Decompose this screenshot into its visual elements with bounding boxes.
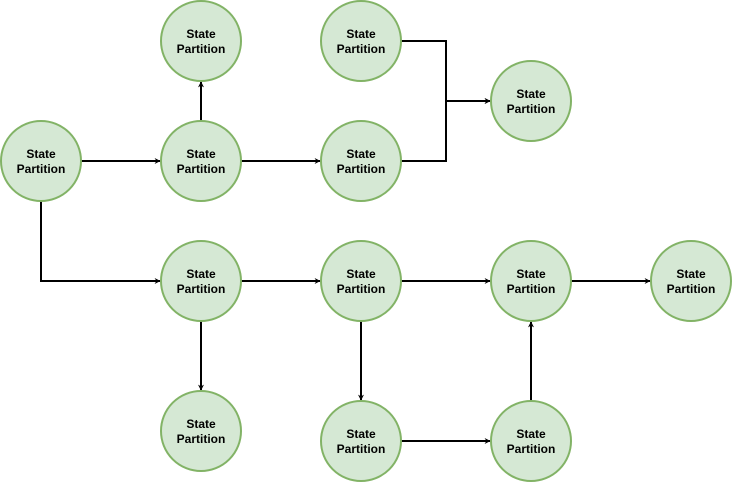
node-label-line1: State [346,27,376,41]
node-circle [320,240,402,322]
node-circle [320,120,402,202]
node-label-line1: State [186,267,216,281]
node-label-line2: Partition [337,162,386,176]
node-label-line1: State [186,147,216,161]
node-label-line2: Partition [177,162,226,176]
node-circle [160,0,242,82]
node-label-line2: Partition [17,162,66,176]
node-label-line1: State [516,427,546,441]
node-circle [490,400,572,482]
node-circle [160,120,242,202]
node-label-line2: Partition [337,442,386,456]
node-label-line2: Partition [177,432,226,446]
node-label-line1: State [346,267,376,281]
edge-arrow-n1-n7 [40,201,161,284]
node-label-line2: Partition [177,282,226,296]
node-label-line1: State [186,417,216,431]
node-circle [320,400,402,482]
edges-layer [40,40,651,444]
node-label-line1: State [516,267,546,281]
node-label-line1: State [516,87,546,101]
node-label-line2: Partition [507,282,556,296]
node-label-line2: Partition [337,42,386,56]
node-circle [160,390,242,472]
node-label-line2: Partition [507,442,556,456]
node-circle [650,240,732,322]
node-label-line1: State [676,267,706,281]
edge-arrow-n5-n6 [401,40,491,104]
node-label-line1: State [346,427,376,441]
node-label-line2: Partition [667,282,716,296]
node-circle [160,240,242,322]
node-label-line1: State [186,27,216,41]
node-label-line2: Partition [177,42,226,56]
edge-arrow-n4-n6 [401,98,491,162]
node-label-line1: State [26,147,56,161]
node-circle [490,240,572,322]
node-label-line1: State [346,147,376,161]
node-circle [320,0,402,82]
node-circle [490,60,572,142]
node-circle [0,120,82,202]
node-label-line2: Partition [507,102,556,116]
node-label-line2: Partition [337,282,386,296]
